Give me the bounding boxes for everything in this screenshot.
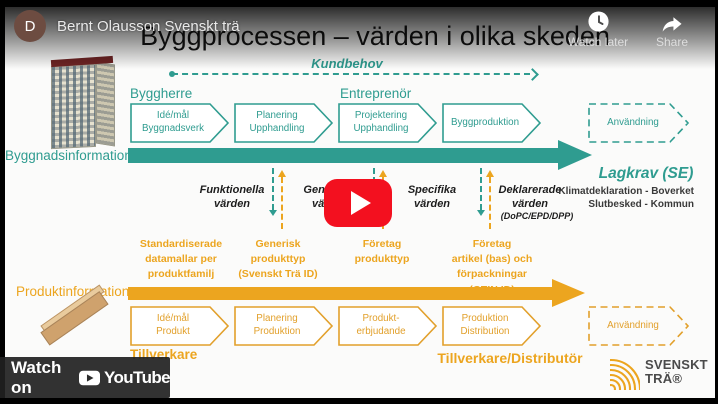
clock-icon (587, 11, 609, 32)
chevron-shape (130, 306, 230, 346)
value-label-specifika: Specifika värden (407, 184, 457, 210)
chevron-shape (338, 103, 438, 143)
process-step-label: Användning (607, 116, 659, 128)
down-arrowhead (269, 210, 277, 216)
value-exchange-arrows-3 (477, 166, 494, 240)
product-step-planering: Planering Produktion (234, 306, 334, 346)
video-title-link[interactable]: Bernt Olausson Svenskt trä (57, 18, 240, 35)
down-dashed-line (272, 168, 274, 210)
svenskt-tra-logo: SVENSKT TRÄ® (610, 354, 708, 390)
byggnadsinformation-arrow-bar (128, 148, 558, 163)
up-arrowhead (486, 170, 494, 177)
process-step-label: Planering Upphandling (249, 110, 305, 134)
watch-on-youtube-button[interactable]: Watch on YouTube (0, 357, 171, 398)
value-exchange-arrows-1 (269, 166, 286, 240)
product-step-produkterbjudande: Produkt- erbjudande (338, 306, 438, 346)
product-step-ide-mal: Idé/mål Produkt (130, 306, 230, 346)
tillverkare-distributor-label: Tillverkare/Distributör (437, 350, 583, 366)
youtube-wordmark: YouTube (104, 367, 171, 387)
wood-grain-icon (610, 358, 640, 390)
chevron-shape (130, 103, 230, 143)
byggnadsinformation-label: Byggnadsinformation (5, 148, 132, 163)
play-icon (350, 191, 371, 215)
process-step-label: Produktion Distribution (460, 313, 510, 337)
watch-on-label: Watch on (11, 357, 62, 397)
share-icon (662, 17, 682, 32)
chevron-shape-dashed (588, 103, 690, 143)
lagkrav-title: Lagkrav (SE) (598, 165, 694, 182)
product-step-anvandning-bottom: Användning (588, 306, 690, 346)
orange-label-standardiserade: Standardiserade datamallar per produktfa… (139, 238, 223, 281)
process-step-label: Idé/mål Byggnadsverk (141, 110, 205, 134)
channel-initial: D (24, 17, 36, 35)
process-step-label: Byggproduktion (450, 116, 520, 128)
watch-later-label: Watch later (567, 35, 629, 49)
process-step-label: Produkt- erbjudande (356, 313, 406, 337)
byggherre-label: Byggherre (130, 86, 193, 101)
value-label-dopc-epd-dpp: (DoPC/EPD/DPP) (500, 211, 574, 221)
building-side (96, 61, 115, 147)
byggnadsinformation-arrowhead (558, 140, 592, 170)
chevron-shape (234, 103, 334, 143)
chevron-shape-dashed (588, 306, 690, 346)
process-step-label: Planering Produktion (253, 313, 301, 337)
svenskt-tra-wordmark: SVENSKT TRÄ® (645, 356, 708, 386)
entreprenor-label: Entreprenör (340, 86, 412, 101)
chevron-shape (442, 103, 542, 143)
youtube-play-icon (78, 370, 100, 385)
process-step-label: Idé/mål Produkt (156, 313, 190, 337)
process-step-byggproduktion: Byggproduktion (442, 103, 542, 143)
up-dashed-line (489, 177, 491, 229)
share-button[interactable]: Share (637, 12, 707, 49)
watch-later-button[interactable]: Watch later (563, 10, 633, 49)
process-step-anvandning-top: Användning (588, 103, 690, 143)
channel-avatar[interactable]: D (14, 10, 46, 42)
product-step-produktion-distribution: Produktion Distribution (442, 306, 542, 346)
produktinformation-arrow-bar (128, 287, 552, 300)
chevron-shape (338, 306, 438, 346)
building-image (50, 55, 118, 150)
value-label-funktionella: Funktionella värden (199, 184, 265, 210)
process-step-label: Projektering Upphandling (353, 110, 409, 134)
share-label: Share (655, 35, 689, 49)
process-step-planering-upphandling: Planering Upphandling (234, 103, 334, 143)
orange-label-foretag-produkttyp: Företag produkttyp (354, 238, 410, 266)
wood-plank-image (36, 284, 120, 356)
lagkrav-lines: Klimatdeklaration - Boverket Slutbesked … (558, 186, 694, 210)
process-step-projektering: Projektering Upphandling (338, 103, 438, 143)
up-dashed-line (281, 177, 283, 229)
process-step-byggnadsverk: Idé/mål Byggnadsverk (130, 103, 230, 143)
kundbehov-arrowhead (526, 68, 539, 81)
down-dashed-line (480, 168, 482, 210)
chevron-shape (234, 306, 334, 346)
up-arrowhead (379, 170, 387, 177)
building-front (51, 63, 96, 150)
orange-label-generisk-produkttyp: Generisk produkttyp (Svenskt Trä ID) (238, 238, 318, 281)
down-arrowhead (477, 210, 485, 216)
play-button[interactable] (324, 179, 392, 227)
process-step-label: Användning (607, 319, 659, 331)
value-label-deklarerade: Deklarerade värden (498, 184, 562, 210)
produktinformation-arrowhead (552, 279, 585, 307)
kundbehov-dashed-line (172, 73, 530, 75)
orange-label-foretag-artikel: Företag artikel (bas) och förpackningar … (451, 238, 533, 296)
chevron-shape (442, 306, 542, 346)
up-arrowhead (278, 170, 286, 177)
